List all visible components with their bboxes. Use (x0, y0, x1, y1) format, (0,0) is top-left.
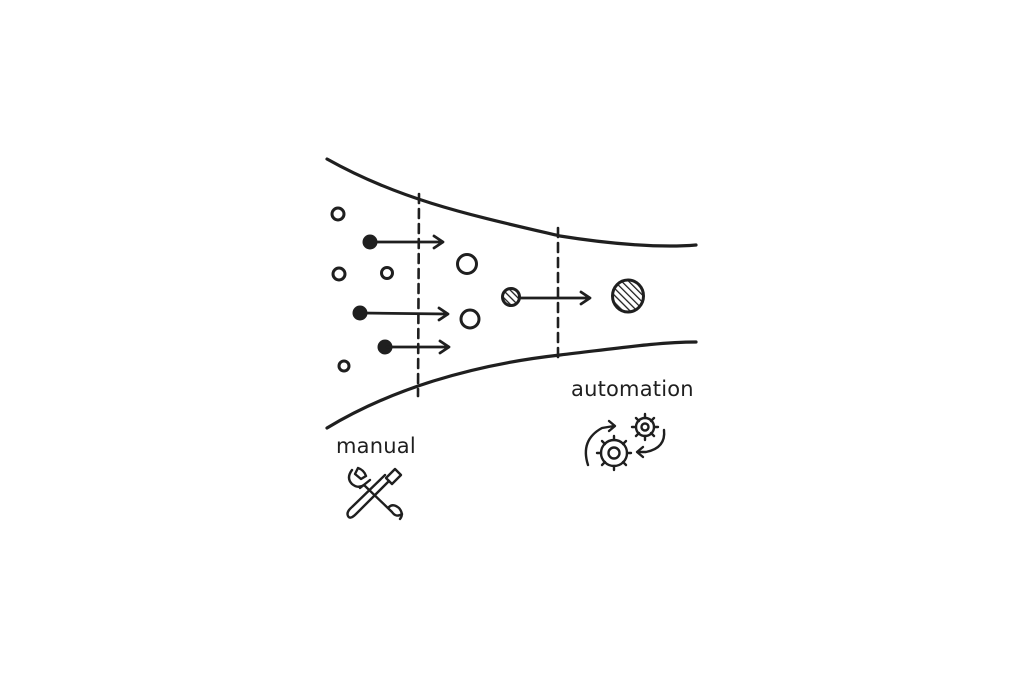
hatched-circle-large (611, 278, 645, 314)
wrench-screwdriver-icon (346, 466, 404, 521)
arrow (370, 234, 445, 250)
manual-flow-arrows (352, 234, 451, 355)
hollow-circle (330, 206, 346, 222)
hollow-circle (380, 266, 394, 280)
hollow-circle (456, 253, 478, 275)
arrow (517, 290, 592, 306)
hollow-circle (337, 359, 351, 373)
gears-cycle-icon (584, 412, 666, 472)
arrow (385, 339, 451, 355)
automation-label: automation (571, 377, 694, 401)
filled-dot (377, 339, 393, 355)
hollow-circles-middle (456, 253, 481, 330)
filled-dot (362, 234, 378, 250)
filled-dot (352, 305, 368, 321)
funnel-top-curve (325, 157, 698, 248)
hollow-circles-left (330, 206, 394, 373)
stage-divider-manual (416, 192, 421, 398)
automation-flow (501, 278, 645, 314)
hatched-circle-small (501, 287, 521, 307)
arrow (360, 306, 450, 322)
manual-label: manual (336, 434, 416, 458)
hollow-circle (331, 266, 347, 282)
hollow-circle (459, 308, 481, 330)
funnel-bottom-curve (325, 340, 698, 430)
